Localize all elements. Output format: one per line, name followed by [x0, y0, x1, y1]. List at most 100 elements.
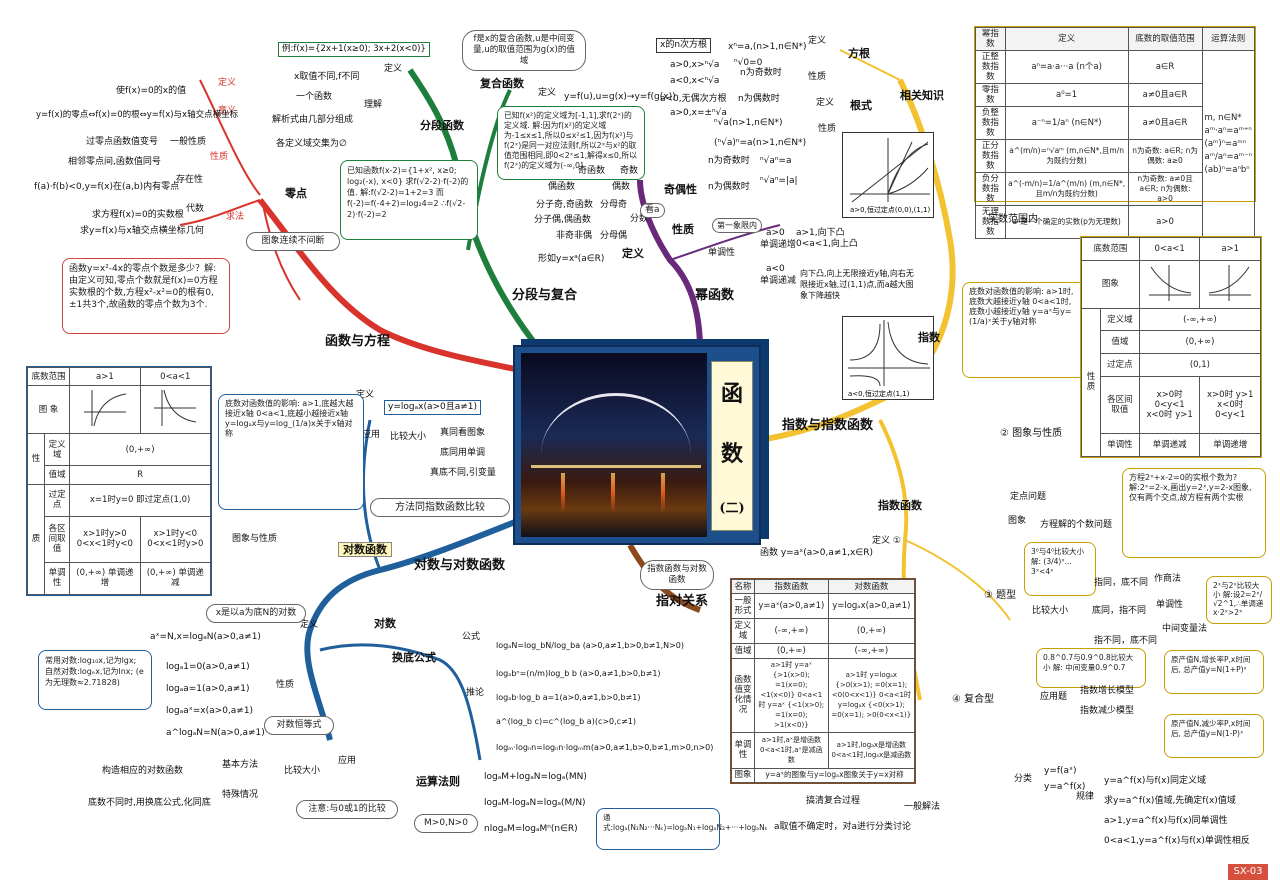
- piecewise-example: 例:f(x)={2x+1(x≥0); 3x+2(x<0)}: [278, 42, 430, 57]
- logfn-c1: 真同看图象: [440, 428, 486, 438]
- power-den-even: 分母偶: [600, 231, 628, 241]
- log-identity: 对数恒等式: [264, 716, 334, 735]
- zero-cloud: 图象连续不间断: [246, 232, 340, 251]
- exp-mono2: 单调性: [1156, 600, 1184, 610]
- zero-def-text: 使f(x)=0的x的值: [116, 86, 187, 96]
- exp-q3: ③ 题型: [984, 590, 1017, 601]
- radical-neg-no-even: a<0,无偶次方根: [660, 94, 727, 104]
- composite-def: 定义: [538, 88, 557, 98]
- exp-mid: 中间变量法: [1162, 624, 1208, 634]
- power-graph-neg: a<0,恒过定点(1,1): [842, 316, 934, 400]
- logfn-def-text: y=logₐx(a>0且a≠1): [384, 400, 482, 415]
- radical-nth-root: 方根: [848, 47, 870, 60]
- exp-cmp-note: 3⁰与4⁰比较大小 解: (3/4)ˣ... 3ˣ<4ˣ: [1024, 542, 1096, 596]
- piecewise-def-text: x取值不同,f不同: [294, 72, 360, 82]
- power-odd: 奇函数: [578, 166, 606, 176]
- log-p1: logₐ1=0(a>0,a≠1): [166, 662, 250, 672]
- branch-zero-sub: [199, 79, 261, 196]
- zero-exist-text: f(a)·f(b)<0,y=f(x)在(a,b)内有零点: [34, 182, 180, 192]
- branch-label-piecewise-comp: 分段与复合: [512, 288, 578, 303]
- exp-fixed-q: 定点问题: [1010, 492, 1047, 502]
- exp-base-same: 底同，指不同: [1092, 606, 1147, 616]
- log-basic: 基本方法: [222, 760, 259, 770]
- power-look: 看a: [640, 203, 665, 218]
- branch-label-func-eq: 函数与方程: [325, 334, 391, 349]
- exp-image-label: 图象: [1008, 516, 1027, 526]
- log-o3: nlogₐM=logₐMⁿ(n∈R): [484, 824, 578, 834]
- exp-def-text: 函数 y=aˣ(a>0,a≠1,x∈R): [760, 548, 873, 558]
- zero-prop1-text2: 相邻零点间,函数值同号: [68, 157, 161, 167]
- power-mono: 单调性: [708, 248, 736, 258]
- zero-method: 求法: [226, 212, 245, 222]
- logfn-img-prop: 图象与性质: [232, 534, 278, 544]
- power-first-quadrant: 第一象限内: [712, 218, 762, 233]
- power-prop: 性质: [672, 223, 694, 236]
- rule-4: (ab)ⁿ=aⁿbⁿ: [1204, 165, 1250, 175]
- composite-cloud: f是x的复合函数,u是中间变量,u的取值范围为g(x)的值域: [462, 30, 586, 71]
- radical-odd-rule: ⁿ√aⁿ=a: [760, 156, 792, 166]
- logfn-cmp: 比较大小: [390, 432, 427, 442]
- power-graph-caption-neg: a<0,恒过定点(1,1): [848, 389, 910, 398]
- log-graph-dec: [154, 390, 197, 427]
- log-c3: a^(log_b c)=c^(log_b a)(c>0,c≠1): [496, 717, 636, 726]
- power-a-pos: a>0: [766, 228, 785, 238]
- zero-example: 函数y=x²-4x的零点个数是多少？解:由定义可知,零点个数就是f(x)=0方程…: [62, 258, 230, 334]
- radical-zero-root: ⁿ√0=0: [734, 58, 763, 68]
- exp-graph-inc: [1209, 264, 1252, 301]
- zero-prop: 性质: [210, 152, 229, 162]
- rule-0: m, n∈N*: [1204, 113, 1242, 123]
- zero-meaning-text: y=f(x)的零点⇔f(x)=0的根⇔y=f(x)与x轴交点横坐标: [36, 110, 239, 120]
- power-def: 定义: [622, 247, 644, 260]
- zero-alg-text: 求方程f(x)=0的实数根: [92, 210, 184, 220]
- log-special-text: 底数不同时,用换底公式,化同底: [88, 798, 211, 808]
- log-basic-text: 构造相应的对数函数: [102, 766, 184, 776]
- exp-growth: 指数增长模型: [1080, 686, 1135, 696]
- branch-label-exp-log-rel: 指对关系: [656, 594, 709, 609]
- log-o1: logₐM+logₐN=logₐ(MN): [484, 772, 587, 782]
- log-p3: logₐaˣ=x(a>0,a≠1): [166, 706, 254, 716]
- log-c4: logₘ·logₙn=logₙn·logₘm(a>0,a≠1,b>0,b≠1,m…: [496, 743, 714, 752]
- log-label: 对数: [374, 617, 396, 630]
- log-apply: 应用: [338, 756, 357, 766]
- radical-root: 根式: [850, 99, 872, 112]
- exp-g2: a取值不确定时，对a进行分类讨论: [774, 822, 912, 832]
- zero-prop1-text: 过零点函数值变号: [86, 137, 159, 147]
- logfn-c3: 真底不同,引变量: [430, 468, 496, 478]
- power-parity-tag1: 奇数: [620, 166, 639, 176]
- radical-def1: 定义: [808, 36, 827, 46]
- log-change: 换底公式: [392, 651, 436, 664]
- bridge-photo: [521, 353, 707, 537]
- branch-log: [304, 517, 522, 741]
- power-neither: 非奇非偶: [556, 231, 593, 241]
- rule-2: (aᵐ)ⁿ=aᵐⁿ: [1204, 139, 1247, 149]
- exp-note2: 2ˣ与2ˣ比较大小 解:设2=2ˣ/√2^1,∴单调递x·2ˣ>2ˣ: [1206, 576, 1272, 624]
- exp-general: 一般解法: [904, 802, 941, 812]
- composite-example: 已知f(x²)的定义域为[-1,1],求f(2ˣ)的定义域. 解:因为f(x²)…: [497, 106, 645, 180]
- logfn-note: 底数对函数值的影响: a>1,底越大越接近x轴 0<a<1,底越小越接近x轴 y…: [218, 394, 364, 510]
- radical-even-rule: ⁿ√aⁿ=|a|: [760, 176, 798, 186]
- power-a-neg: a<0: [766, 264, 785, 274]
- exp-mono-method: 作商法: [1154, 574, 1182, 584]
- exp-decay: 指数减少模型: [1080, 706, 1135, 716]
- branch-label-exp-log: 指数与指数函数: [782, 418, 874, 433]
- exp-log-cloud: 指数函数与对数函数: [640, 560, 714, 590]
- radical-xn: xⁿ=a,(n>1,n∈N*): [728, 42, 807, 52]
- radical-sqrt-def-text: x的n次方根: [656, 38, 712, 53]
- piecewise-calc: 已知函数f(x-2)={1+x², x≥0; log₂(-x), x<0} 求f…: [340, 160, 478, 240]
- zero-geo: 几何: [186, 226, 205, 236]
- power-parity: 奇偶性: [664, 183, 697, 196]
- log-ops: 运算法则: [416, 775, 460, 788]
- log-c2: logₐb·log_b a=1(a>0,a≠1,b>0,b≠1): [496, 693, 641, 702]
- graph-prop-label: ② 图象与性质: [1000, 428, 1063, 439]
- index-label: 指数: [918, 331, 940, 344]
- exp-growth-note: 原产值N,增长率P,x时间后, 总产值y=N(1+P)ˣ: [1164, 650, 1264, 694]
- piecewise-def: 定义: [384, 64, 403, 74]
- exp-law1: y=a^f(x)与f(x)同定义域: [1104, 776, 1206, 786]
- rule-3: aᵐ/aⁿ=aᵐ⁻ⁿ: [1204, 152, 1252, 162]
- center-title-1: 函: [720, 381, 743, 408]
- exp-compare: 比较大小: [1032, 606, 1069, 616]
- center-title-2: 数: [720, 441, 743, 468]
